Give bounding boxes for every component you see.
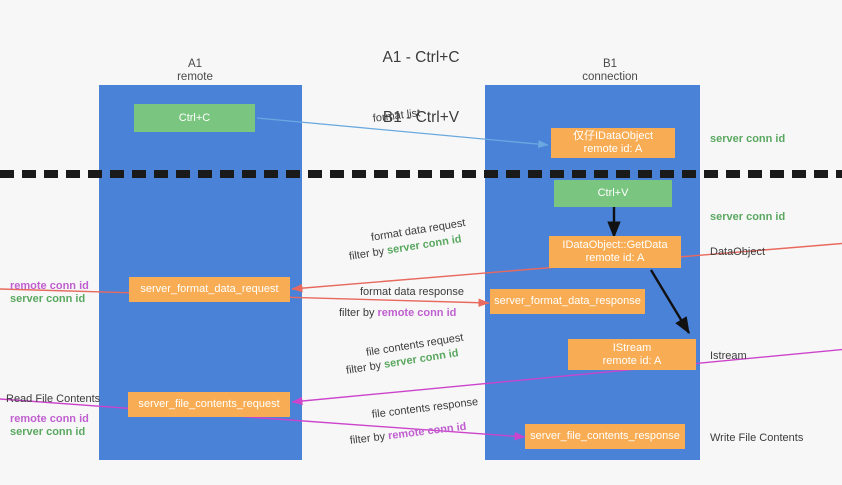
box-server-file-contents-response-label: server_file_contents_response (530, 430, 680, 442)
column-b1-role: connection (582, 71, 638, 83)
box-server-file-contents-request[interactable]: server_file_contents_request (128, 392, 290, 417)
left-label-server-conn-id-upper: server conn id (10, 293, 86, 305)
label-file-contents-response: file contents response (371, 395, 479, 422)
title-line-1: A1 - Ctrl+C (382, 49, 460, 66)
box-istream-line2: remote id: A (602, 354, 662, 367)
label-file-contents-response-text: file contents response (371, 395, 479, 421)
filter-prefix: filter by (349, 430, 389, 447)
box-ctrl-v-label: Ctrl+V (597, 187, 629, 199)
label-format-data-response-filter: filter by remote conn id (339, 306, 456, 320)
box-getdata-line2: remote id: A (585, 252, 645, 264)
right-label-istream: Istream (710, 350, 747, 362)
left-label-remote-conn-id-upper: remote conn id (10, 280, 89, 292)
box-idataobject-line2: remote id: A (583, 143, 643, 155)
horizontal-dashed-divider (0, 170, 842, 178)
label-format-data-response: format data response (360, 285, 464, 299)
left-label-server-conn-id-lower: server conn id (10, 426, 86, 438)
box-ctrl-c[interactable]: Ctrl+C (134, 104, 255, 132)
filter-prefix: filter by (348, 244, 389, 263)
box-getdata-line1: IDataObject::GetData (562, 239, 668, 251)
filter-prefix: filter by (345, 358, 386, 377)
left-label-remote-conn-id-lower: remote conn id (10, 413, 89, 425)
box-idataobject-getdata[interactable]: IDataObject::GetData remote id: A (549, 236, 681, 268)
right-label-write-file-contents: Write File Contents (710, 432, 804, 444)
box-server-file-contents-request-label: server_file_contents_request (138, 398, 280, 410)
column-header-b1: B1 connection (545, 58, 675, 84)
box-ctrl-v[interactable]: Ctrl+V (554, 180, 672, 207)
box-server-file-contents-response[interactable]: server_file_contents_response (525, 424, 685, 449)
label-file-contents-response-filter: filter by remote conn id (349, 420, 467, 448)
box-ctrl-c-label: Ctrl+C (178, 111, 211, 124)
right-label-dataobject: DataObject (710, 246, 766, 258)
box-server-format-data-request[interactable]: server_format_data_request (129, 277, 290, 302)
box-idataobject[interactable]: 仅仔IDataObject remote id: A (551, 128, 675, 158)
box-server-format-data-response-label: server_format_data_response (494, 295, 641, 307)
filter-value-remote-conn-id: remote conn id (377, 307, 457, 319)
column-a1-role: remote (177, 71, 213, 83)
column-b1-name: B1 (602, 58, 618, 70)
box-istream[interactable]: IStream remote id: A (568, 339, 696, 370)
filter-value-remote-conn-id: remote conn id (387, 420, 468, 443)
label-format-data-response-text: format data response (360, 286, 464, 298)
column-a1-name: A1 (187, 58, 203, 70)
right-label-server-conn-id-mid: server conn id (710, 211, 786, 223)
column-header-a1: A1 remote (130, 58, 260, 84)
box-server-format-data-response[interactable]: server_format_data_response (490, 289, 645, 314)
box-idataobject-line1: 仅仔IDataObject (572, 130, 654, 142)
right-label-server-conn-id-top: server conn id (710, 133, 786, 145)
box-istream-line1: IStream (612, 341, 652, 354)
box-server-format-data-request-label: server_format_data_request (140, 283, 279, 295)
filter-prefix: filter by (339, 307, 378, 319)
left-label-read-file-contents: Read File Contents (6, 393, 101, 405)
